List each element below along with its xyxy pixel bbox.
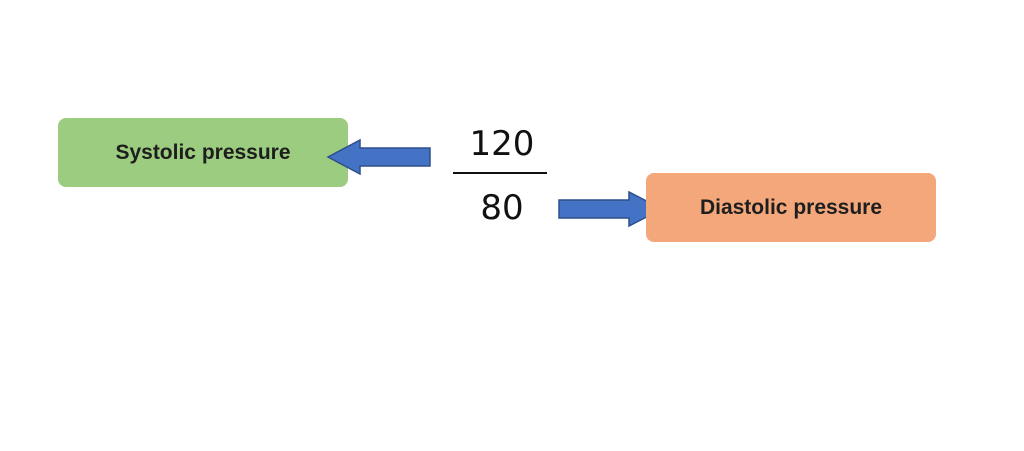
fraction-divider bbox=[453, 172, 547, 174]
systolic-value: 120 bbox=[469, 124, 535, 164]
diastolic-pressure-box: Diastolic pressure bbox=[646, 173, 936, 242]
systolic-pressure-box: Systolic pressure bbox=[58, 118, 348, 187]
diastolic-value: 80 bbox=[480, 188, 524, 228]
left-arrow-icon bbox=[326, 138, 431, 176]
systolic-pressure-label: Systolic pressure bbox=[115, 140, 291, 164]
right-arrow-icon bbox=[558, 190, 664, 228]
diastolic-pressure-label: Diastolic pressure bbox=[699, 195, 883, 219]
